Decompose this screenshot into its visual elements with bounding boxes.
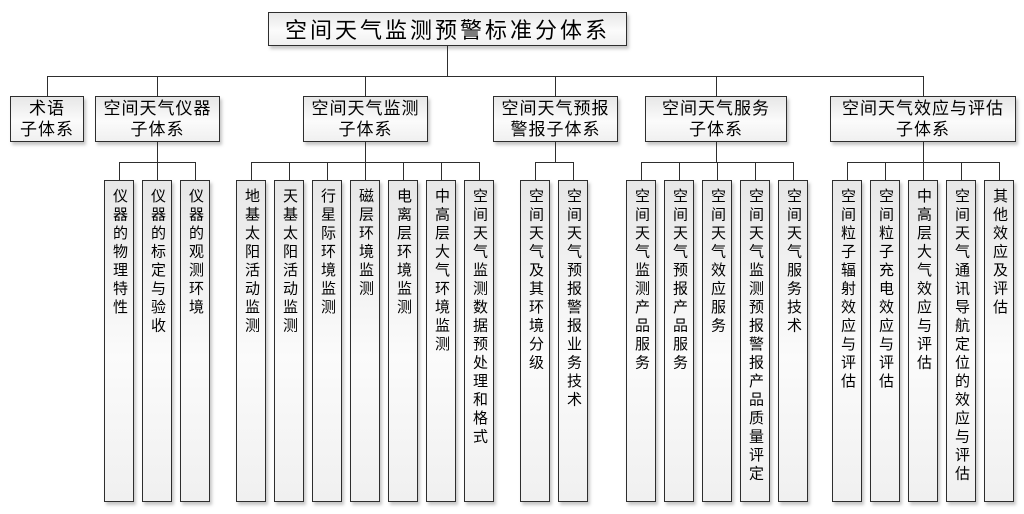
connector-leaf-drop xyxy=(847,162,848,180)
connector-leaf-drop xyxy=(793,162,794,180)
leaf-box-instruments-1: 仪器的物理特性 xyxy=(104,180,134,502)
connector-stub-effects-assessment xyxy=(923,142,924,162)
subsystem-label-line: 子体系 xyxy=(338,120,393,139)
connector-root-drop xyxy=(447,46,448,76)
leaf-box-forecast-warning-1: 空间天气及其环境分级 xyxy=(520,180,550,502)
connector-stub-monitoring xyxy=(365,142,366,162)
leaf-box-services-4: 空间天气监测预报警报产品质量评定 xyxy=(740,180,770,502)
leaf-box-services-1: 空间天气监测产品服务 xyxy=(626,180,656,502)
root-box: 空间天气监测预警标准分体系 xyxy=(268,12,627,46)
leaf-box-monitoring-3: 行星际环境监测 xyxy=(312,180,342,502)
connector-leaf-drop xyxy=(641,162,642,180)
connector-leaf-drop xyxy=(679,162,680,180)
subsystem-label-line: 空间天气仪器 xyxy=(103,99,212,118)
connector-drop-monitoring xyxy=(365,76,366,96)
connector-level1-bus xyxy=(47,76,924,77)
subsystem-label-line: 空间天气预报 xyxy=(501,99,610,118)
connector-drop-instruments xyxy=(157,76,158,96)
leaf-box-monitoring-2: 天基太阳活动监测 xyxy=(274,180,304,502)
subsystem-label-line: 子体系 xyxy=(689,120,743,139)
subsystem-box-services: 空间天气服务子体系 xyxy=(645,96,787,142)
connector-leaf-drop xyxy=(327,162,328,180)
subsystem-label-line: 警报子体系 xyxy=(510,120,601,139)
subsystem-box-instruments: 空间天气仪器子体系 xyxy=(95,96,220,142)
leaf-box-instruments-3: 仪器的观测环境 xyxy=(180,180,210,502)
connector-leaf-drop xyxy=(157,162,158,180)
connector-drop-terminology xyxy=(47,76,48,96)
connector-leaf-drop xyxy=(441,162,442,180)
connector-leaf-drop xyxy=(195,162,196,180)
connector-leaf-drop xyxy=(885,162,886,180)
subsystem-box-monitoring: 空间天气监测子体系 xyxy=(303,96,428,142)
subsystem-label-line: 子体系 xyxy=(20,120,74,139)
subsystem-label-line: 子体系 xyxy=(896,120,950,139)
connector-leaf-drop xyxy=(479,162,480,180)
connector-leaf-drop xyxy=(961,162,962,180)
connector-leaf-drop xyxy=(923,162,924,180)
connector-leaf-drop xyxy=(535,162,536,180)
leaf-box-services-2: 空间天气预报产品服务 xyxy=(664,180,694,502)
leaf-box-monitoring-4: 磁层环境监测 xyxy=(350,180,380,502)
leaf-box-effects-assessment-2: 空间粒子充电效应与评估 xyxy=(870,180,900,502)
leaf-box-effects-assessment-4: 空间天气通讯导航定位的效应与评估 xyxy=(946,180,976,502)
subsystem-box-effects-assessment: 空间天气效应与评估子体系 xyxy=(830,96,1016,142)
subsystem-box-terminology: 术语子体系 xyxy=(10,96,84,142)
subsystem-label-line: 空间天气效应与评估 xyxy=(842,99,1004,118)
connector-leaf-drop xyxy=(403,162,404,180)
connector-stub-services xyxy=(716,142,717,162)
leaf-box-effects-assessment-5: 其他效应及评估 xyxy=(984,180,1014,502)
leaf-box-forecast-warning-2: 空间天气预报警报业务技术 xyxy=(558,180,588,502)
subsystem-label-line: 空间天气服务 xyxy=(662,99,770,118)
leaf-box-effects-assessment-3: 中高层大气效应与评估 xyxy=(908,180,938,502)
connector-drop-services xyxy=(716,76,717,96)
leaf-box-monitoring-7: 空间天气监测数据预处理和格式 xyxy=(464,180,494,502)
leaf-box-services-5: 空间天气服务技术 xyxy=(778,180,808,502)
connector-stub-forecast-warning xyxy=(555,142,556,162)
subsystem-box-forecast-warning: 空间天气预报警报子体系 xyxy=(493,96,618,142)
connector-leaf-drop xyxy=(119,162,120,180)
connector-drop-effects-assessment xyxy=(923,76,924,96)
leaf-box-monitoring-6: 中高层大气环境监测 xyxy=(426,180,456,502)
leaf-box-services-3: 空间天气效应服务 xyxy=(702,180,732,502)
leaf-box-effects-assessment-1: 空间粒子辐射效应与评估 xyxy=(832,180,862,502)
leaf-box-monitoring-5: 电离层环境监测 xyxy=(388,180,418,502)
connector-leaf-drop xyxy=(573,162,574,180)
subsystem-label-line: 空间天气监测 xyxy=(311,99,420,118)
subsystem-label-line: 术语 xyxy=(29,99,65,118)
connector-leaf-drop xyxy=(365,162,366,180)
leaf-box-monitoring-1: 地基太阳活动监测 xyxy=(236,180,266,502)
connector-leaf-drop xyxy=(251,162,252,180)
connector-bus-forecast-warning xyxy=(535,162,574,163)
subsystem-label-line: 子体系 xyxy=(130,120,185,139)
connector-leaf-drop xyxy=(717,162,718,180)
connector-stub-instruments xyxy=(157,142,158,162)
leaf-box-instruments-2: 仪器的标定与验收 xyxy=(142,180,172,502)
connector-leaf-drop xyxy=(289,162,290,180)
connector-drop-forecast-warning xyxy=(555,76,556,96)
connector-leaf-drop xyxy=(999,162,1000,180)
root-box-label: 空间天气监测预警标准分体系 xyxy=(284,18,610,43)
connector-leaf-drop xyxy=(755,162,756,180)
